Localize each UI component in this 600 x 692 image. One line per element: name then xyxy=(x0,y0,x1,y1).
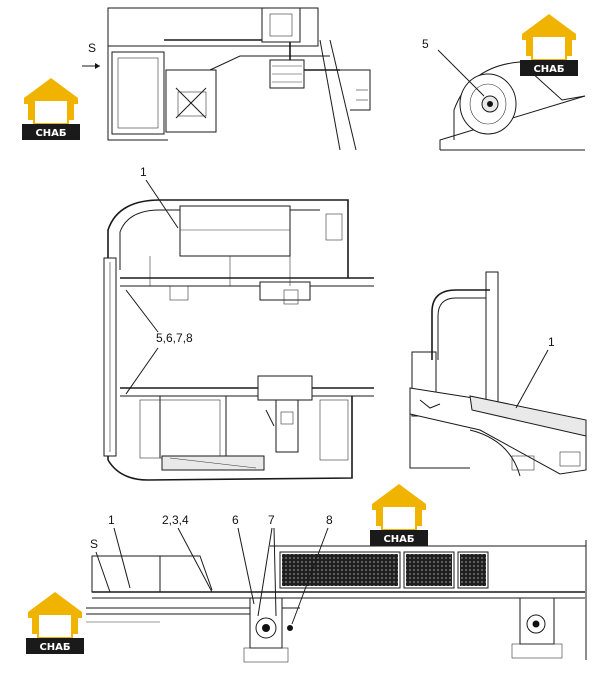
callout-5-top: 5 xyxy=(422,37,429,51)
svg-text:НЗ: НЗ xyxy=(387,510,410,528)
callout-6-bottom: 6 xyxy=(232,513,239,527)
callout-s-bottom: S xyxy=(90,537,98,551)
callout-1-mid: 1 xyxy=(140,165,147,179)
svg-text:НЗ: НЗ xyxy=(537,40,560,58)
svg-text:СНАБ: СНАБ xyxy=(533,64,564,75)
top-left-view: S xyxy=(82,7,371,151)
callout-5678-mid: 5,6,7,8 xyxy=(156,331,193,345)
logo-bottom-center: НЗ СНАБ xyxy=(369,483,429,547)
callout-234-bottom: 2,3,4 xyxy=(162,513,189,527)
svg-text:НЗ: НЗ xyxy=(39,104,62,122)
arrow-icon xyxy=(95,63,100,69)
svg-text:СНАБ: СНАБ xyxy=(35,128,66,139)
callout-1-bottom: 1 xyxy=(108,513,115,527)
callout-s-top: S xyxy=(88,41,96,55)
callout-8-bottom: 8 xyxy=(326,513,333,527)
logo-mid-left: НЗ СНАБ xyxy=(21,77,81,141)
logo-top-right: НЗ СНАБ xyxy=(519,13,579,77)
svg-text:СНАБ: СНАБ xyxy=(39,642,70,653)
top-right-detail: 5 xyxy=(422,37,586,151)
bottom-side-view: 1 2,3,4 6 7 8 S xyxy=(86,513,587,663)
callout-1-right: 1 xyxy=(548,335,555,349)
callout-7-bottom: 7 xyxy=(268,513,275,527)
svg-text:НЗ: НЗ xyxy=(43,618,66,636)
middle-plan-view: 1 5,6,7,8 xyxy=(103,165,374,481)
logo-bottom-left: НЗ СНАБ xyxy=(25,591,85,655)
right-perspective-view: 1 xyxy=(409,271,587,477)
svg-text:СНАБ: СНАБ xyxy=(383,534,414,545)
